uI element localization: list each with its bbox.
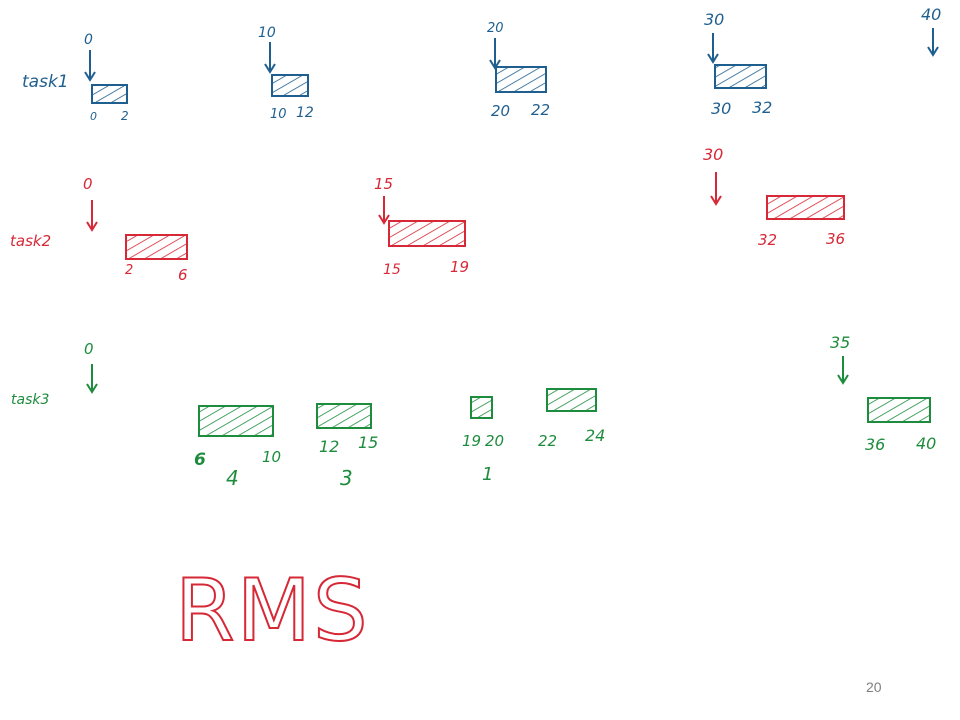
job-end-label: 22 bbox=[531, 101, 550, 119]
job-start-label: 20 bbox=[491, 102, 510, 120]
task-label: task2 bbox=[10, 232, 51, 250]
job-end-label: 36 bbox=[826, 230, 845, 248]
job-start-label: 30 bbox=[711, 99, 731, 118]
job-box bbox=[271, 74, 309, 97]
arrival-label: 0 bbox=[84, 32, 93, 48]
job-end-label: 32 bbox=[752, 98, 772, 117]
arrival-label: 30 bbox=[704, 10, 724, 29]
job-start-label: 22 bbox=[538, 432, 557, 450]
arrival-arrow bbox=[489, 38, 501, 70]
arrival-arrow bbox=[378, 196, 390, 225]
arrival-label: 0 bbox=[83, 175, 93, 193]
job-start-label: 0 bbox=[90, 110, 97, 123]
arrival-label: 35 bbox=[830, 333, 850, 352]
job-end-label: 40 bbox=[916, 434, 936, 453]
job-box bbox=[470, 396, 493, 419]
job-box bbox=[316, 403, 372, 429]
rms-title-text: RMS bbox=[175, 561, 370, 661]
job-box bbox=[125, 234, 188, 260]
job-box bbox=[198, 405, 274, 437]
job-end-label: 6 bbox=[178, 266, 188, 284]
arrival-arrow bbox=[707, 33, 719, 64]
job-end-label: 20 bbox=[485, 432, 504, 450]
job-box bbox=[546, 388, 597, 412]
job-box bbox=[766, 195, 845, 220]
job-start-label: 15 bbox=[383, 262, 401, 278]
job-end-label: 15 bbox=[358, 433, 378, 452]
row-task3: task3 0 35 6 10 4 12 15 3 19 20 1 22 24 … bbox=[11, 333, 936, 490]
slide-number: 20 bbox=[866, 679, 882, 695]
job-box bbox=[91, 84, 128, 104]
arrival-arrow bbox=[84, 50, 96, 82]
job-duration-label: 4 bbox=[226, 466, 239, 490]
rms-title: RMS bbox=[174, 560, 370, 662]
task-label: task3 bbox=[11, 392, 49, 408]
arrival-arrow bbox=[837, 356, 849, 385]
job-start-label: 2 bbox=[125, 263, 133, 278]
arrival-label: 0 bbox=[84, 340, 94, 358]
arrival-label: 10 bbox=[258, 25, 276, 41]
job-box bbox=[714, 64, 767, 89]
job-end-label: 12 bbox=[296, 105, 314, 121]
job-end-label: 10 bbox=[262, 448, 281, 466]
arrival-arrow bbox=[86, 200, 98, 232]
row-task1: task1 0 10 20 30 40 0 2 10 12 20 22 30 3… bbox=[22, 5, 941, 123]
job-start-label: 36 bbox=[865, 435, 885, 454]
job-box bbox=[388, 220, 466, 247]
job-duration-label: 1 bbox=[482, 464, 493, 485]
job-box bbox=[867, 397, 931, 423]
job-start-label: 6 bbox=[194, 450, 206, 470]
arrival-arrow bbox=[927, 28, 939, 57]
job-start-label: 19 bbox=[462, 432, 481, 450]
task-label: task1 bbox=[22, 72, 69, 92]
arrival-arrow bbox=[264, 42, 276, 74]
arrival-label: 20 bbox=[487, 21, 504, 36]
row-task2: task2 0 15 30 2 6 15 19 32 36 bbox=[10, 145, 845, 284]
job-box bbox=[495, 66, 547, 93]
job-end-label: 24 bbox=[585, 426, 605, 445]
job-duration-label: 3 bbox=[340, 466, 353, 490]
arrival-label: 15 bbox=[374, 175, 393, 193]
job-start-label: 10 bbox=[270, 107, 287, 122]
arrival-label: 30 bbox=[703, 145, 723, 164]
arrival-arrow bbox=[86, 364, 98, 394]
job-end-label: 19 bbox=[450, 258, 469, 276]
job-end-label: 2 bbox=[121, 109, 129, 123]
job-start-label: 12 bbox=[319, 437, 339, 456]
job-start-label: 32 bbox=[758, 231, 777, 249]
arrival-arrow bbox=[710, 172, 722, 206]
arrival-label: 40 bbox=[921, 5, 941, 24]
